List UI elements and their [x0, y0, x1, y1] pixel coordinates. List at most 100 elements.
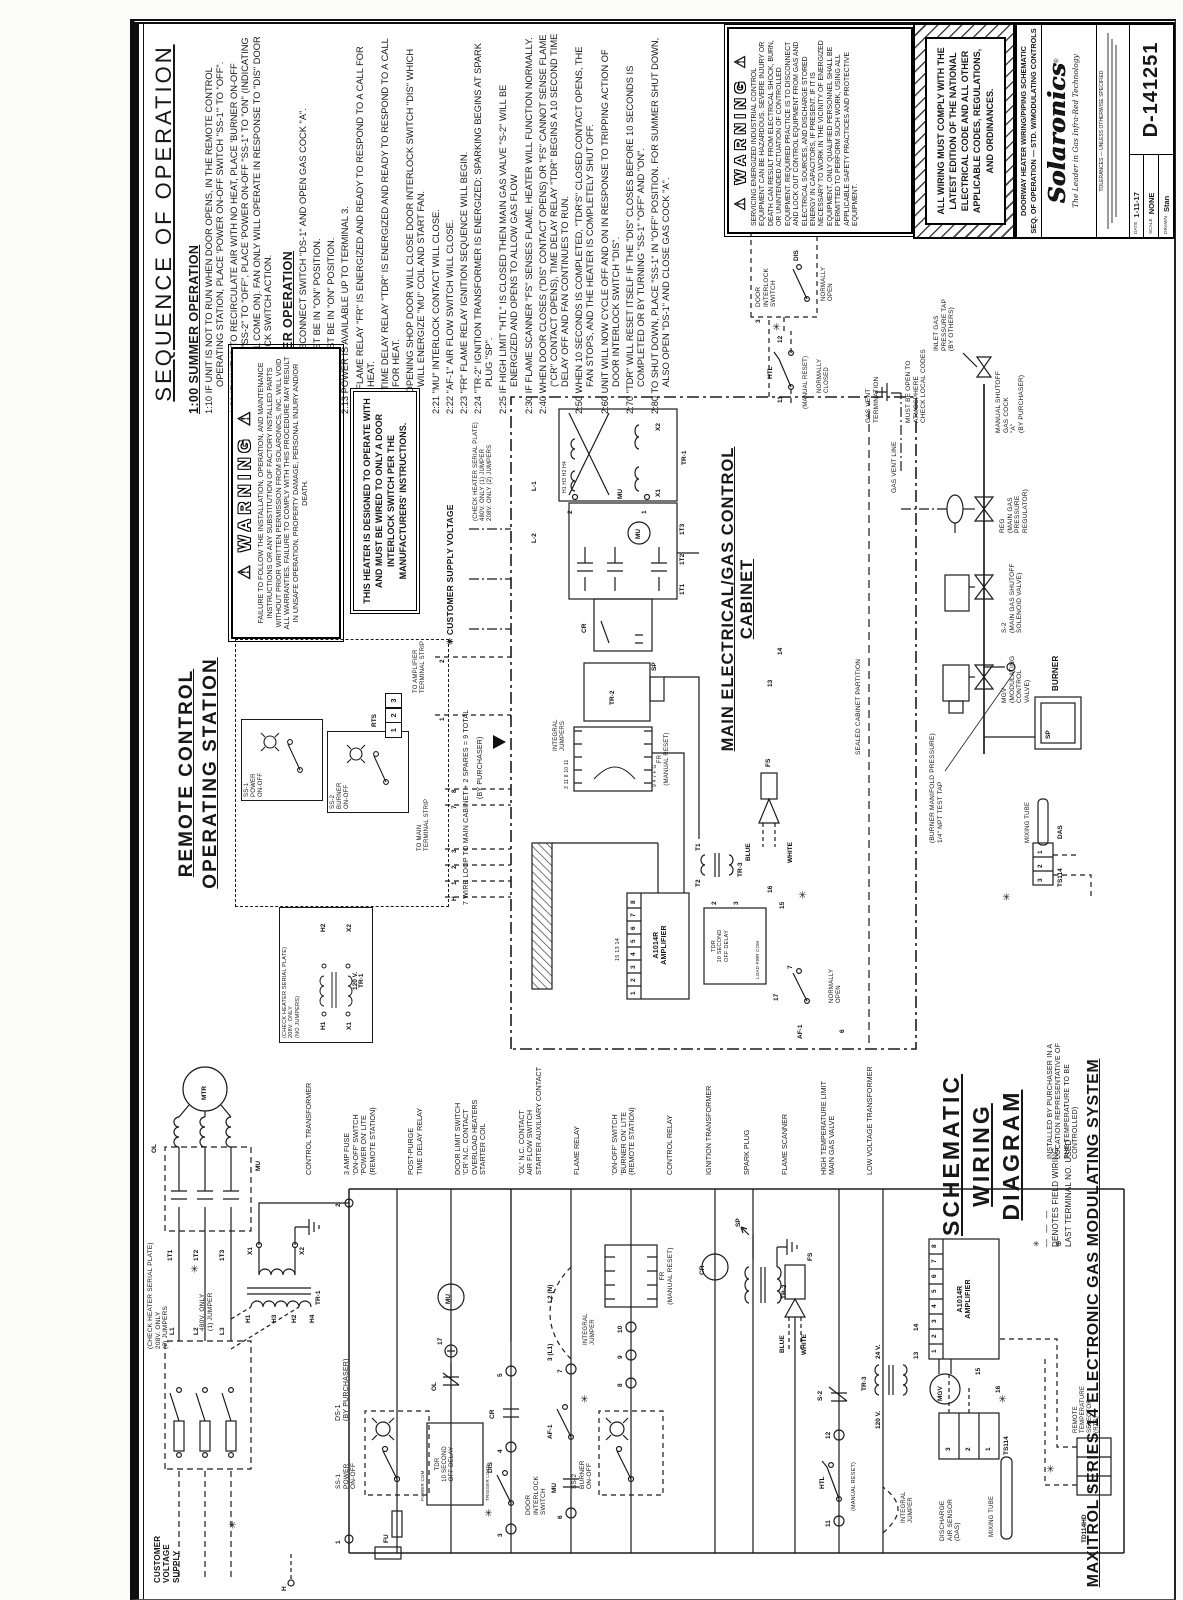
component-label: DOOR LIMIT SWITCH 'CR' N.C. CONTACT OVER… [452, 1099, 488, 1175]
ss1-switch-box: SS-1 POWER ON-OFF [241, 719, 323, 801]
failure-warning-box: ⚠ WARNING ⚠ FAILURE TO FOLLOW THE INSTAL… [229, 339, 343, 647]
schematic-linework [164, 232, 1125, 1587]
fr-relay-box [604, 1244, 658, 1308]
sequence-item: 2:20 OPENING SHOP DOOR WILL CLOSE DOOR I… [405, 48, 427, 414]
sequence-heading: SEQUENCE OF OPERATION [151, 44, 176, 402]
check-208-small: (CHECK HEATER SERIAL PLATE) 208V. ONLY (… [282, 946, 301, 1038]
gas-valve-s2 [944, 574, 995, 612]
fine-print-bar [1106, 33, 1109, 229]
servicing-warning-text: SERVICING ENERGIZED INDUSTRIAL CONTROL E… [751, 40, 860, 226]
small-x2: X2 [346, 924, 353, 932]
schematic-title-line1: SCHEMATIC WIRING [938, 1074, 994, 1237]
component-label: CONTROL TRANSFORMER [304, 1082, 313, 1175]
component-label: 'ON-OFF' SWITCH 'BURNER ON' LITE (REMOTE… [610, 1107, 637, 1175]
warning-triangle-icon: ⚠ [235, 406, 254, 427]
sequence-item: 2:30 IF FLAME SCANNER "FS" SENSES FLAME,… [523, 37, 534, 414]
tolerances-area: TOLERANCES — UNLESS OTHERWISE SPECIFIED [1096, 25, 1130, 237]
sequence-item: 2:40 WHEN DOOR CLOSES ("DIS" CONTACT OPE… [537, 33, 571, 414]
small-h2: H2 [320, 923, 327, 932]
ds1-disconnect-box [164, 1340, 252, 1470]
scale-label: SCALE [1148, 218, 1154, 234]
small-tr1-label: TR-1 [358, 973, 365, 988]
tr3-cab-symbol [700, 853, 734, 877]
registered-trademark-icon: ® [1054, 58, 1061, 63]
cabinet-boundary [510, 396, 917, 1050]
small-h1: H1 [320, 1021, 327, 1030]
field-wiring-arrow-icon [493, 735, 506, 749]
tr2-ignition-transformer [740, 1226, 798, 1304]
amp-cab-box [626, 892, 690, 1000]
warning-word: WARNING [731, 76, 749, 185]
tr1-small-symbol [319, 963, 353, 1017]
component-label: SPARK PLUG [742, 1129, 751, 1175]
sequence-item: 2:80 TO SHUT DOWN, PLACE "SS-1" IN "OFF"… [650, 37, 672, 414]
component-label: FLAME RELAY [571, 1126, 581, 1175]
rts-cell-2: 2 [385, 707, 402, 724]
fine-print-bar [1114, 45, 1117, 217]
installed-by-purchaser-note: INSTALLED BY PURCHASER IN A LOCATION REP… [1047, 1042, 1079, 1159]
sequence-item: 2:24 "TR-2" IGNITION TRANSFORMER IS ENER… [472, 43, 495, 414]
remote-station-title: REMOTE CONTROL OPERATING STATION [175, 637, 223, 909]
warning-burst-icon: ⚠ [732, 192, 749, 211]
logo-tagline: The Leader in Gas Infra-Red Technology [1070, 54, 1080, 208]
to-amplifier-label: TO AMPLIFIER TERMINAL STRIP [413, 640, 427, 693]
dis-switch [496, 1474, 512, 1504]
date-label: DATE [1134, 221, 1140, 234]
component-label: IGNITION TRANSFORMER [703, 1085, 713, 1175]
all-wiring-text: ALL WIRING MUST COMPLY WITH THE LATEST E… [925, 37, 1006, 225]
power-on-lamp [371, 1417, 395, 1441]
sequence-item: 2:70 "TDR" WILL RESET ITSELF IF THE "DIS… [624, 65, 646, 414]
drawing-sheet: CUSTOMER VOLTAGE SUPPLY DS-1 (BY PURCHAS… [130, 19, 1176, 1600]
door-interlock-label: DOOR INTERLOCK SWITCH [755, 267, 778, 307]
fs-scanner [783, 1297, 807, 1318]
interlock-notice-box: THIS HEATER IS DESIGNED TO OPERATE WITH … [352, 380, 418, 622]
component-label: LOW VOLTAGE TRANSFORMER [865, 1066, 875, 1175]
mu-contactor-box [164, 1146, 252, 1232]
ol-heater [173, 1116, 180, 1148]
last-terminal-icon: ⊕ [1054, 1240, 1064, 1247]
rts-terminal-strip: 1 2 3 [385, 692, 402, 739]
tr1-cab-box [558, 408, 678, 502]
logo-area: Solaronics® The Leader in Gas Infra-Red … [1041, 25, 1097, 237]
solaronics-logo: Solaronics [1043, 62, 1071, 204]
remote-loop-wires [435, 656, 511, 898]
tolerances-heading: TOLERANCES — UNLESS OTHERWISE SPECIFIED [1098, 70, 1105, 192]
component-label: HIGH TEMPERATURE LIMIT MAIN GAS VALVE [818, 1081, 837, 1175]
drawn-label: DRAWN [1163, 216, 1169, 234]
servicing-warning-box: ⚠ WARNING ⚠ SERVICING ENERGIZED INDUSTRI… [724, 23, 916, 238]
drawing-number: D-141251 [1139, 41, 1162, 138]
ss2-label: SS-2 BURNER ON-OFF [330, 782, 351, 809]
cr-cab-box [593, 598, 653, 652]
servicing-warning-heading: ⚠ WARNING ⚠ [729, 29, 750, 232]
sequence-item: B. TIME DELAY RELAY "TDR" IS ENERGIZED A… [379, 38, 402, 414]
winter-items: 2:10 CLOSE DISCONNECT SWITCH "DS-1" AND … [298, 32, 673, 414]
rts-cell-1: 1 [385, 722, 402, 739]
mtr-motor-symbol [182, 1066, 228, 1112]
component-label-column: CONTROL TRANSFORMER 3 AMP FUSE 'ON-OFF' S… [304, 1053, 875, 1175]
field-wiring-asterisk-icon: ✳ [1032, 1240, 1042, 1247]
title-block-bottom: DATE 1-11-17 SCALE NONE DRAWN Stan D-141… [1129, 25, 1173, 237]
component-label: 'OL' N.C. CONTACT AIR FLOW SWITCH STARTE… [516, 1067, 543, 1175]
summer-heading: 1:00 SUMMER OPERATION [187, 244, 201, 414]
tr2-cab-box [583, 662, 651, 722]
schematic-title: SCHEMATIC WIRING DIAGRAM [937, 1049, 1027, 1261]
terminal-strip-bar [531, 842, 553, 990]
ss1-switch-glyph [260, 732, 303, 773]
title-block: DOORWAY HEATER WIRING/PIPING SCHEMATIC S… [1015, 23, 1175, 239]
gas-valve-reg [901, 494, 995, 533]
warning-word: WARNING [235, 434, 254, 552]
sequence-item: 1:10 IF UNIT IS NOT TO RUN WHEN DOOR OPE… [204, 61, 226, 414]
scale-value: NONE [1146, 192, 1156, 215]
sequence-item: 2:23 "FR" FLAME RELAY IGNITION SEQUENCE … [458, 151, 469, 414]
title-block-doc: DOORWAY HEATER WIRING/PIPING SCHEMATIC S… [1017, 25, 1042, 237]
to-main-label: TO MAIN TERMINAL STRIP [417, 798, 431, 851]
tdr-cab-box [703, 907, 767, 985]
ss2-switch-box: SS-2 BURNER ON-OFF [327, 731, 409, 813]
sequence-item: 2:13 POWER IS AVAILABLE UP TO TERMINAL 3… [340, 206, 351, 414]
component-label: 3 AMP FUSE 'ON-OFF' SWITCH 'POWER ON' LI… [342, 1107, 377, 1175]
mgv-coil [929, 1373, 961, 1405]
title-block-meta: DATE 1-11-17 SCALE NONE DRAWN Stan [1129, 154, 1173, 237]
rts-label: RTS [371, 714, 378, 727]
tr1-transformer-symbol [230, 1202, 349, 1350]
